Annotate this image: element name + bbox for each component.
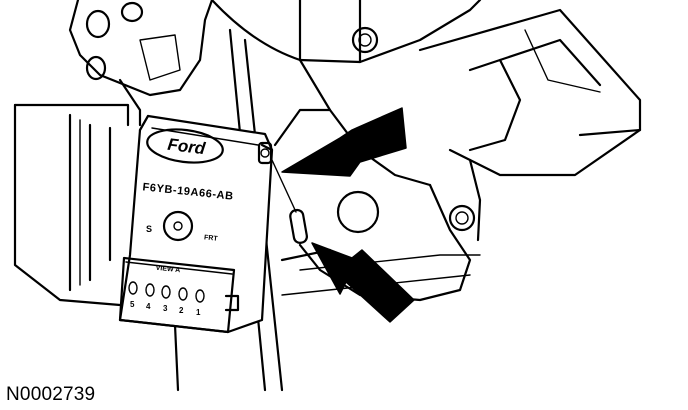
pin-number: 5: [130, 300, 135, 309]
module-right-marking: FRT: [204, 234, 219, 242]
ford-logo-text: Ford: [167, 135, 207, 159]
ford-oval: [146, 128, 224, 164]
module-indicator: [162, 210, 194, 242]
pin-number: 3: [163, 304, 168, 313]
pin-number: 2: [179, 306, 184, 315]
module-body: Ford F6YB-19A66-AB S FRT VIEW A 5 4 3 2 …: [118, 114, 274, 334]
module-left-marking: S: [146, 224, 152, 234]
left-housing: [13, 78, 142, 307]
figure-id: N0002739: [6, 384, 96, 405]
connector-assembly: [273, 8, 642, 302]
upper-housing: [68, 0, 482, 97]
pin-number: 1: [196, 308, 201, 317]
slot-clip: [289, 208, 308, 244]
pin-number: 4: [146, 302, 151, 311]
alignment-line: [271, 159, 297, 213]
connector-label: VIEW A: [155, 265, 180, 275]
arrow-up-left-icon: [311, 242, 415, 323]
connector-pins: 5 4 3 2 1: [128, 281, 205, 317]
arrow-left-icon: [281, 107, 407, 177]
